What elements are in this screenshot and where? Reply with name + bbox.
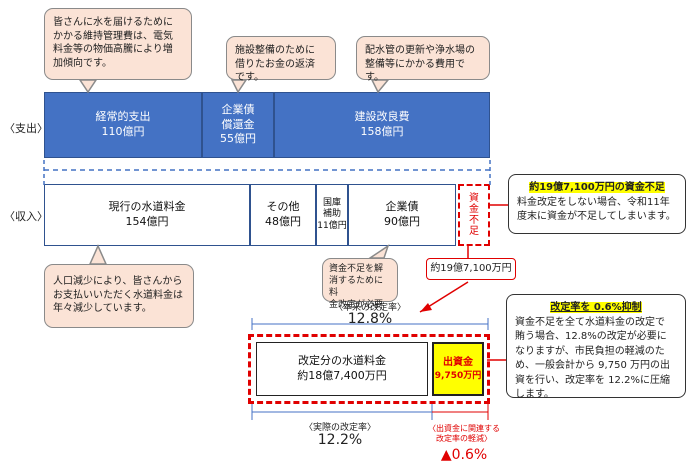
income-shortage: 資 金 不 足	[458, 184, 490, 246]
revised-contribution-amount: 9,750万円	[434, 370, 482, 381]
expense-operating: 経常的支出 110億円	[44, 92, 202, 158]
bubble-population: 人口減少により、皆さんから お支払いいただく水道料金は 年々減少しています。	[44, 264, 194, 328]
income-subsidy-amount: 11億円	[317, 220, 347, 231]
expense-construction-amount: 158億円	[360, 125, 404, 138]
income-other: その他 48億円	[250, 184, 316, 246]
income-fee: 現行の水道料金 154億円	[44, 184, 250, 246]
note-shortage-heading: 約19億7,100万円の資金不足	[529, 182, 665, 193]
relief-rate-value: ▲0.6%	[440, 447, 488, 463]
arrow-head	[420, 303, 432, 312]
connector-arrow-to-contribution	[419, 281, 469, 313]
revised-contribution-name: 出資金	[443, 356, 473, 368]
expense-construction: 建設改良費 158億円	[274, 92, 490, 158]
income-shortage-text: 資 金 不 足	[469, 193, 479, 237]
original-rate-value: 12.8%	[347, 311, 393, 327]
bubble-tail-population	[88, 244, 108, 265]
income-bond-amount: 90億円	[384, 215, 420, 228]
bubble-tail-fund	[367, 244, 390, 259]
relief-rate-label: 〈出資金に関連する 改定率の軽減〉	[428, 424, 500, 443]
revised-fee: 改定分の水道料金 約18億7,400万円	[256, 342, 428, 396]
expense-bond-repay-amount: 55億円	[220, 132, 256, 146]
revised-contribution: 出資金 9,750万円	[432, 342, 484, 396]
expense-construction-name: 建設改良費	[354, 110, 410, 124]
bubble-construction: 配水管の更新や浄水場の 整備等にかかる費用です。	[356, 36, 490, 83]
expense-bond-repay-name: 企業債 償還金	[221, 102, 255, 131]
note-shortage-body: 料金改定をしない場合、令和11年 度末に資金が不足してしまいます。	[517, 196, 676, 223]
revised-outer-dashed	[248, 334, 490, 404]
income-fee-amount: 154億円	[125, 215, 169, 228]
bubble-tail-maintenance	[78, 79, 98, 94]
expense-bond-repay: 企業債 償還金 55億円	[202, 92, 274, 158]
income-bond-name: 企業債	[385, 200, 419, 214]
note-rate: 改定率を 0.6%抑制 資金不足を全て水道料金の改定で 賄う場合、12.8%の改…	[506, 294, 686, 400]
income-bond: 企業債 90億円	[348, 184, 456, 246]
bubble-fund-short: 資金不足を解 消するために料 金改定が必要	[322, 258, 398, 310]
expense-operating-name: 経常的支出	[95, 110, 151, 124]
income-row-label: 〈収入〉	[4, 210, 48, 223]
bubble-bond-repay: 施設整備のために 借りたお金の返済 です。	[226, 36, 336, 83]
shortage-amount: 約19億7,100万円	[426, 258, 516, 280]
revised-fee-amount: 約18億7,400万円	[297, 369, 387, 382]
income-subsidy: 国庫 補助 11億円	[316, 184, 348, 246]
income-other-amount: 48億円	[265, 215, 301, 228]
actual-rate-label: 〈実際の改定率〉	[303, 423, 376, 433]
original-rate-label: 〈本来の改定率〉	[320, 300, 420, 313]
income-subsidy-name: 国庫 補助	[322, 198, 341, 220]
expense-operating-amount: 110億円	[101, 125, 145, 138]
income-fee-name: 現行の水道料金	[108, 200, 186, 214]
note-shortage: 約19億7,100万円の資金不足 料金改定をしない場合、令和11年 度末に資金が…	[508, 174, 686, 234]
expense-row-label: 〈支出〉	[4, 122, 48, 135]
note-rate-body: 資金不足を全て水道料金の改定で 賄う場合、12.8%の改定が必要に なりますが、…	[515, 316, 670, 401]
note-rate-heading: 改定率を 0.6%抑制	[550, 302, 642, 313]
revised-fee-name: 改定分の水道料金	[298, 354, 386, 368]
actual-rate-value: 12.2%	[317, 432, 363, 448]
bubble-maintenance: 皆さんに水を届けるために かかる維持管理費は、電気 料金等の物価高騰により増 加…	[44, 8, 192, 80]
income-other-name: その他	[266, 200, 300, 214]
